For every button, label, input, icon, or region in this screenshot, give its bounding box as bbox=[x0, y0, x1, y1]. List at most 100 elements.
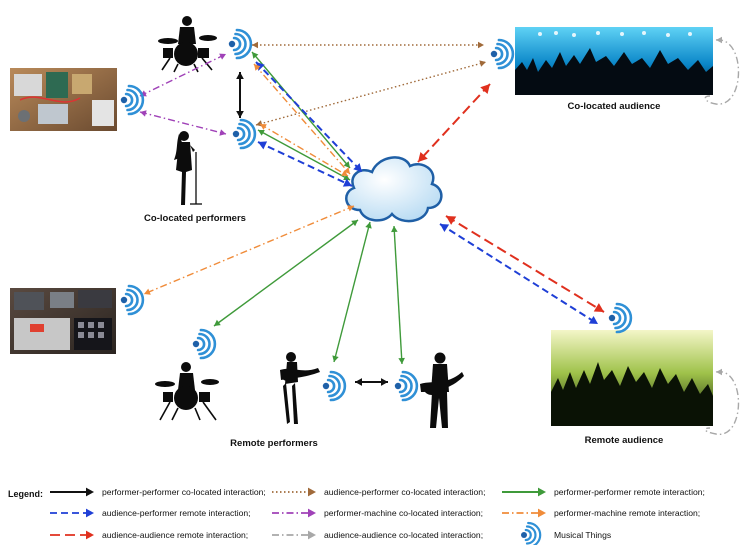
pm-remote-arrow bbox=[259, 123, 349, 177]
guitarist-male-silhouette bbox=[420, 352, 464, 428]
arrowhead bbox=[365, 222, 372, 229]
colocated-machine-photo bbox=[10, 68, 117, 131]
arrowhead bbox=[254, 64, 261, 71]
legend-item: performer-machine remote interaction; bbox=[502, 508, 700, 518]
legend-item: audience-performer remote interaction; bbox=[50, 508, 251, 518]
legend-item: Musical Things bbox=[521, 521, 611, 545]
arrowhead bbox=[341, 170, 348, 176]
arrowhead bbox=[252, 41, 258, 49]
label-colocated-audience: Co-located audience bbox=[568, 101, 661, 112]
arrowhead bbox=[219, 53, 226, 60]
legend-title: Legend: bbox=[8, 489, 43, 499]
pm-colocated-arrow bbox=[139, 53, 227, 97]
musical-thing-icon bbox=[521, 521, 542, 545]
pp-remote-arrow bbox=[333, 221, 371, 363]
legend-label: audience-audience co-located interaction… bbox=[324, 530, 483, 540]
musical-thing-icon bbox=[608, 302, 633, 334]
pp-remote-arrow bbox=[257, 129, 351, 181]
ap-remote-arrow bbox=[255, 61, 363, 173]
pp-remote-arrow bbox=[213, 219, 359, 327]
legend-item: audience-performer co-located interactio… bbox=[272, 487, 485, 497]
remote-machine-photo bbox=[10, 288, 116, 354]
label-remote-performers: Remote performers bbox=[230, 438, 318, 449]
guitarist-female-silhouette bbox=[280, 352, 320, 424]
legend-arrowhead bbox=[308, 530, 316, 540]
legend-arrowhead bbox=[86, 508, 94, 518]
legend-arrowhead bbox=[308, 487, 316, 497]
aa-remote-arrow bbox=[445, 215, 605, 313]
arrowhead bbox=[440, 224, 450, 232]
label-colocated-performers: Co-located performers bbox=[144, 213, 246, 224]
arrowhead bbox=[355, 378, 362, 386]
legend-label: audience-performer remote interaction; bbox=[102, 508, 251, 518]
legend-item: audience-audience co-located interaction… bbox=[272, 530, 483, 540]
legend-label: performer-machine co-located interaction… bbox=[324, 508, 483, 518]
aa-colocated-loop-bottom bbox=[704, 371, 740, 435]
arrowhead bbox=[236, 72, 244, 79]
legend-label: audience-audience remote interaction; bbox=[102, 530, 248, 540]
musical-thing-icon bbox=[394, 370, 419, 402]
arrowhead bbox=[258, 129, 265, 136]
legend: Legend: performer-performer co-located i… bbox=[8, 487, 705, 545]
drummer-remote-silhouette bbox=[155, 362, 219, 421]
legend-item: performer-machine co-located interaction… bbox=[272, 508, 483, 518]
label-remote-audience: Remote audience bbox=[585, 435, 664, 446]
arrowhead bbox=[480, 84, 490, 94]
arrowhead bbox=[140, 110, 147, 117]
interaction-arrows bbox=[139, 36, 740, 435]
aa-colocated-loop-top bbox=[704, 39, 740, 105]
legend-item: audience-audience remote interaction; bbox=[50, 530, 248, 540]
musical-things-icons bbox=[120, 28, 633, 402]
arrowhead bbox=[391, 226, 398, 233]
pp-remote-arrow bbox=[251, 51, 351, 169]
arrowhead bbox=[398, 357, 405, 364]
legend-label: performer-machine remote interaction; bbox=[554, 508, 700, 518]
arrowhead bbox=[236, 111, 244, 118]
arrowhead bbox=[351, 220, 358, 227]
legend-arrowhead bbox=[86, 530, 94, 540]
legend-label: Musical Things bbox=[554, 530, 611, 540]
aa-remote-arrow bbox=[417, 83, 491, 163]
arrowhead bbox=[144, 288, 151, 295]
arrowhead bbox=[342, 178, 352, 187]
pm-remote-arrow bbox=[143, 205, 355, 295]
legend-arrowhead bbox=[538, 487, 546, 497]
arrowhead bbox=[478, 41, 484, 49]
legend-item: performer-performer remote interaction; bbox=[502, 487, 705, 497]
arrowhead bbox=[716, 368, 722, 376]
musical-thing-icon bbox=[322, 370, 347, 402]
musical-thing-icon bbox=[228, 28, 253, 60]
arrowhead bbox=[252, 52, 259, 59]
arrowhead bbox=[260, 124, 267, 130]
arrowhead bbox=[219, 129, 226, 136]
network-cloud bbox=[345, 156, 443, 223]
arrowhead bbox=[588, 316, 598, 324]
arrowhead bbox=[593, 303, 604, 312]
remote-audience-photo bbox=[551, 330, 713, 426]
arrowhead bbox=[347, 205, 354, 212]
musical-thing-icon bbox=[120, 84, 145, 116]
legend-label: audience-performer co-located interactio… bbox=[324, 487, 485, 497]
legend-label: performer-performer remote interaction; bbox=[554, 487, 705, 497]
arrowhead bbox=[716, 36, 722, 44]
pp-remote-arrow bbox=[393, 225, 403, 365]
arrowhead bbox=[332, 355, 339, 362]
musical-thing-icon bbox=[192, 328, 217, 360]
legend-arrowhead bbox=[538, 508, 546, 518]
arrowhead bbox=[381, 378, 388, 386]
musical-thing-icon bbox=[232, 118, 257, 150]
legend-arrowhead bbox=[86, 487, 94, 497]
arrowhead bbox=[479, 60, 486, 67]
ap-remote-arrow bbox=[257, 141, 353, 187]
legend-label: performer-performer co-located interacti… bbox=[102, 487, 266, 497]
legend-arrowhead bbox=[308, 508, 316, 518]
arrowhead bbox=[343, 174, 350, 181]
ap-colocated-arrow bbox=[255, 61, 487, 126]
legend-item: performer-performer co-located interacti… bbox=[50, 487, 266, 497]
arrowhead bbox=[343, 161, 350, 168]
arrowhead bbox=[353, 163, 362, 172]
drummer-colocated-silhouette bbox=[158, 16, 217, 73]
colocated-audience-photo bbox=[515, 27, 713, 95]
arrowhead bbox=[258, 141, 268, 150]
arrowhead bbox=[343, 167, 350, 174]
